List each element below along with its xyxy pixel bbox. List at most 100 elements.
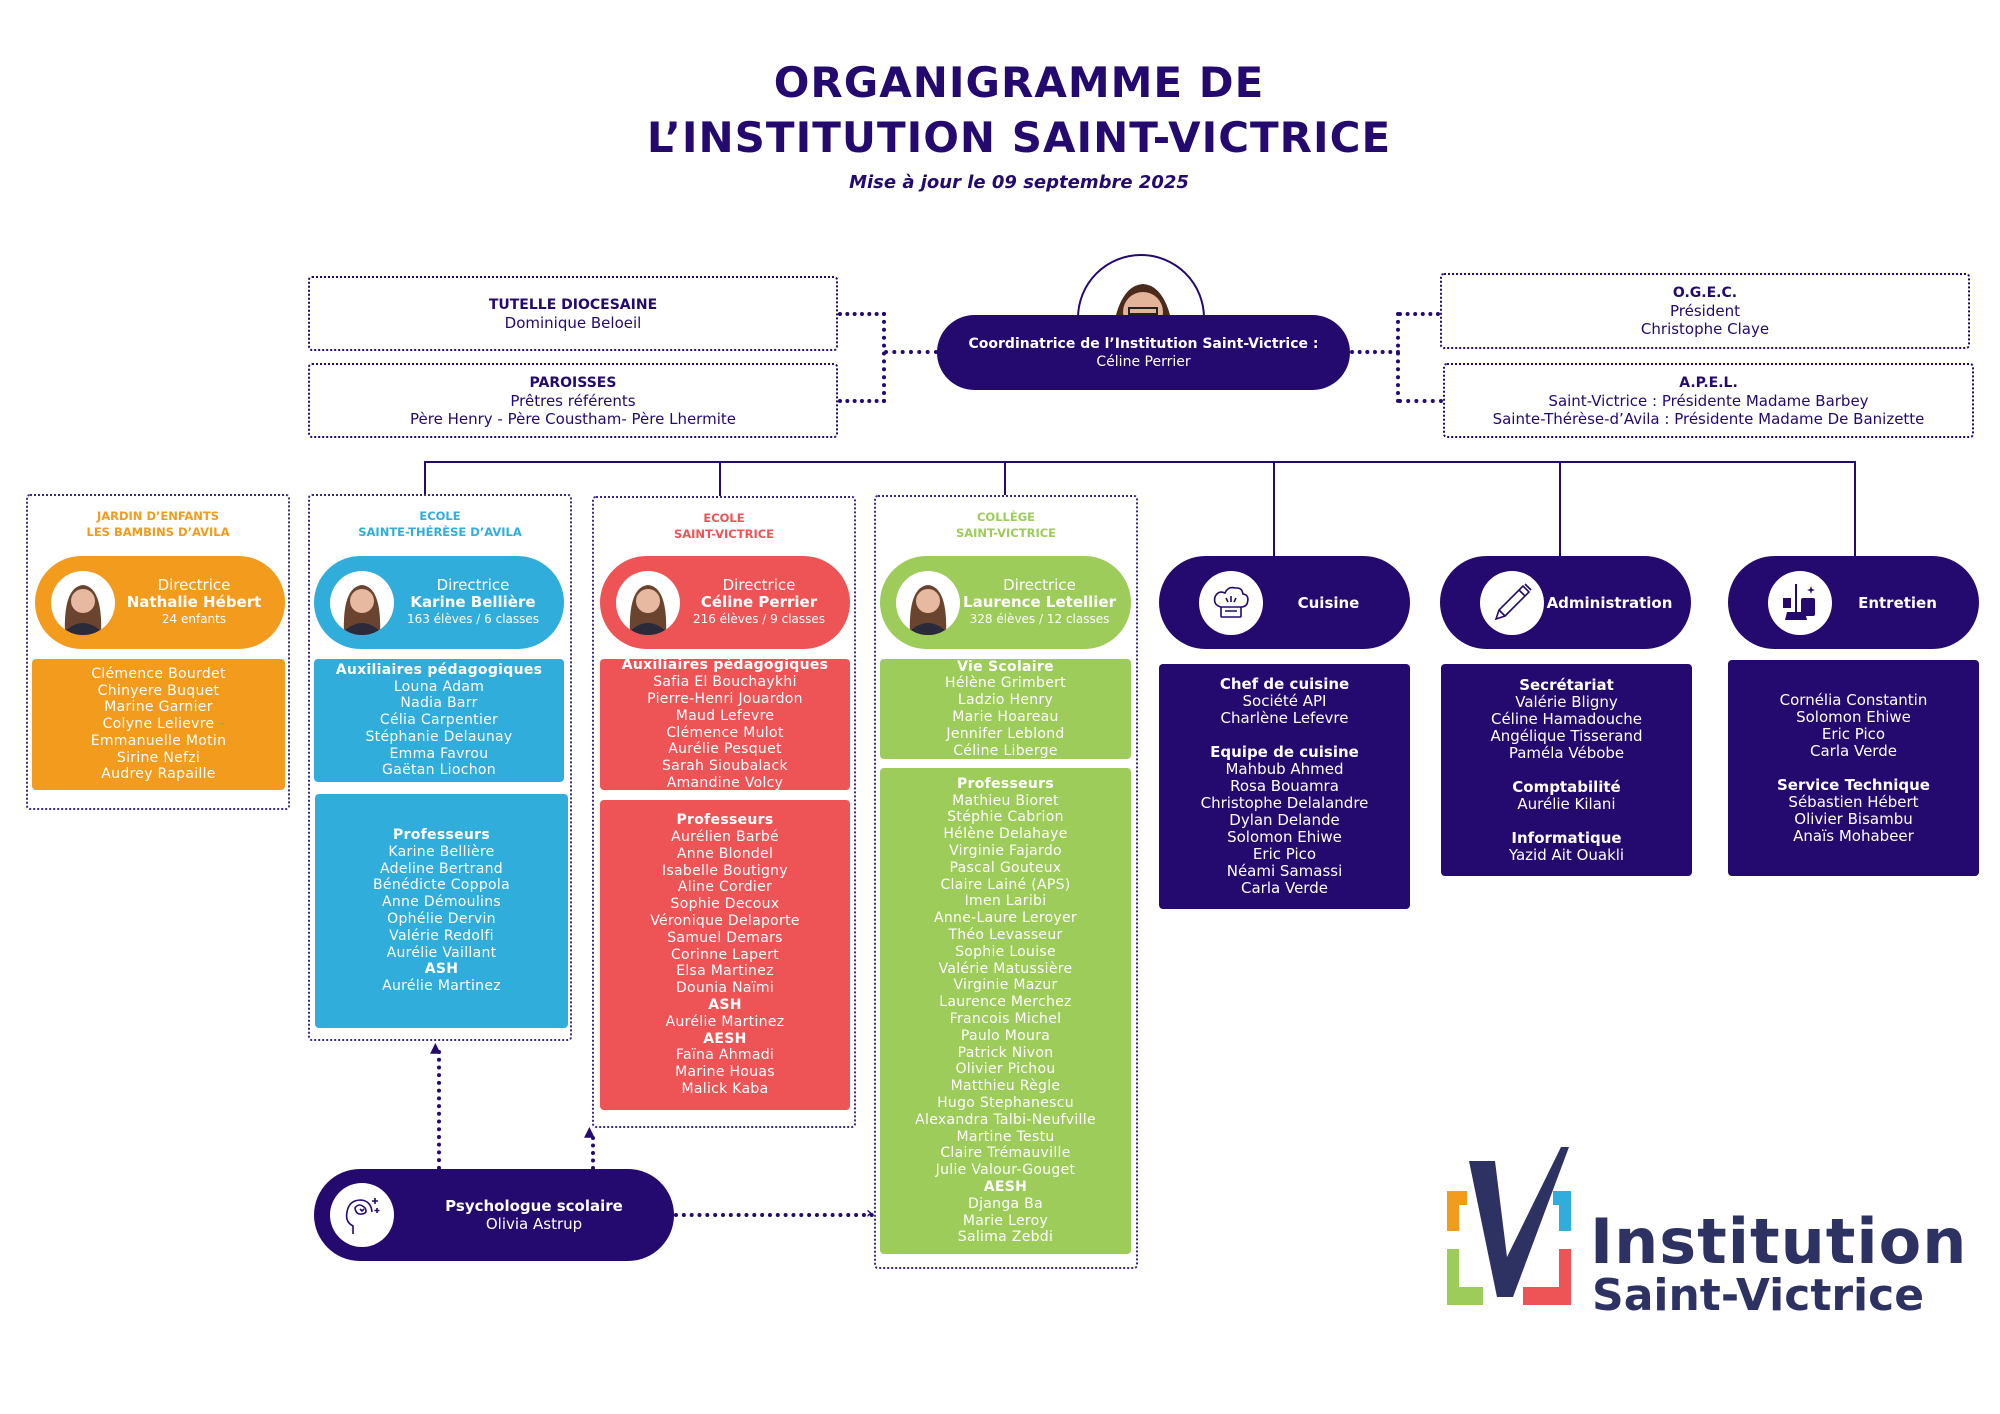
ogec-role: Président	[1670, 302, 1740, 320]
staff-name: Marie Hoareau	[952, 709, 1059, 725]
staff-name: Marine Garnier	[104, 699, 213, 716]
director-name: Céline Perrier	[700, 593, 818, 611]
section-heading: Auxiliaires pédagogiques	[335, 661, 543, 678]
connector	[437, 1050, 441, 1170]
staff-name: Sophie Decoux	[670, 896, 780, 913]
director-role: Directrice	[157, 576, 231, 594]
section-heading: Professeurs	[676, 812, 774, 829]
service-label: Cuisine	[1297, 593, 1360, 612]
paroisses-subtitle: Prêtres référents	[510, 391, 636, 410]
staff-name: Marie Leroy	[962, 1212, 1049, 1229]
staff-name: Aurélie Vaillant	[386, 944, 497, 961]
staff-name: Sébastien Hébert	[1788, 792, 1919, 811]
section-heading: Comptabilité	[1512, 777, 1621, 796]
staff-name: Solomon Ehiwe	[1796, 707, 1911, 726]
staff-name: Véronique Delaporte	[650, 913, 800, 929]
school-title-line1: COLLÈGE	[976, 510, 1036, 524]
staff-name: Angélique Tisserand	[1490, 726, 1643, 745]
section-heading: Professeurs	[956, 775, 1055, 792]
school-stats: 24 enfants	[161, 612, 227, 626]
tree-line	[1273, 461, 1275, 556]
tutelle-title: TUTELLE DIOCESAINE	[488, 296, 658, 313]
staff-name: Olivier Pichou	[955, 1061, 1056, 1078]
ogec-box: O.G.E.C. Président Christophe Claye	[1440, 273, 1970, 349]
staff-name: Faïna Ahmadi	[675, 1047, 775, 1064]
service-pill-administration: Administration	[1440, 556, 1691, 649]
coordinator-name: Céline Perrier	[1096, 353, 1191, 370]
section-heading: Equipe de cuisine	[1210, 743, 1359, 761]
page-title-line2: L’INSTITUTION SAINT-VICTRICE	[646, 113, 1392, 162]
staff-name: Stéphanie Delaunay	[365, 728, 513, 745]
director-name: Nathalie Hébert	[126, 593, 262, 611]
apel-title: A.P.E.L.	[1679, 374, 1738, 391]
staff-name: Paulo Moura	[960, 1027, 1051, 1044]
staff-name: Pierre-Henri Jouardon	[647, 690, 803, 707]
staff-name: Matthieu Règle	[950, 1078, 1061, 1095]
staff-name: Olivier Bisambu	[1794, 809, 1913, 828]
school-title-line1: ECOLE	[419, 509, 461, 523]
staff-name: Clémence Bourdet	[91, 665, 226, 682]
section-heading: Chef de cuisine	[1219, 675, 1350, 693]
cleaning-icon	[1768, 570, 1832, 635]
tree-line	[719, 461, 721, 496]
staff-name: Yazid Ait Ouakli	[1508, 845, 1625, 864]
staff-name: Sophie Louise	[955, 943, 1056, 960]
tree-line	[424, 461, 426, 495]
staff-name: Carla Verde	[1241, 879, 1328, 897]
staff-name: Francois Michel	[949, 1011, 1062, 1027]
school-stats: 328 élèves / 12 classes	[969, 612, 1110, 626]
staff-name: Cornélia Constantin	[1779, 690, 1928, 709]
staff-name: Valérie Redolfi	[389, 927, 494, 944]
staff-name: Aurélien Barbé	[671, 829, 779, 846]
connector	[1396, 312, 1400, 403]
staff-name: Safia El Bouchaykhi	[653, 674, 797, 691]
staff-name: Anne-Laure Leroyer	[934, 910, 1077, 927]
logo-text-line1: Institution	[1590, 1205, 1968, 1278]
connector	[591, 1136, 595, 1170]
staff-name: Néami Samassi	[1226, 862, 1343, 880]
service-label: Administration	[1546, 593, 1673, 612]
ogec-title: O.G.E.C.	[1672, 285, 1738, 301]
staff-name: Charlène Lefevre	[1220, 709, 1349, 727]
coordinator-role: Coordinatrice de l’Institution Saint-Vic…	[968, 335, 1319, 352]
staff-name: Hugo Stephanescu	[937, 1094, 1074, 1111]
staff-name: Virginie Mazur	[953, 977, 1058, 994]
school-title-line1: ECOLE	[703, 511, 745, 525]
update-date: Mise à jour le 09 septembre 2025	[849, 172, 1189, 193]
staff-name: Nadia Barr	[400, 695, 478, 712]
staff-name: Anne Blondel	[676, 845, 774, 862]
chef-hat-icon	[1199, 570, 1263, 635]
school-frame	[308, 494, 572, 1041]
arrow-up-icon: ▲	[430, 1040, 441, 1056]
school-title-line2: SAINTE-THÉRÈSE D’AVILA	[358, 525, 522, 539]
staff-name: Ophélie Dervin	[387, 911, 496, 927]
staff-name: Christophe Delalandre	[1200, 794, 1369, 812]
tree-line	[424, 461, 1856, 463]
institution-logo	[1443, 1147, 1593, 1314]
school-frame	[26, 494, 290, 810]
pen-icon	[1480, 570, 1544, 635]
connector	[674, 1213, 874, 1217]
staff-name: Valérie Matussière	[938, 960, 1073, 977]
staff-name: Pascal Gouteux	[949, 859, 1062, 876]
logo-text-line2: Saint-Victrice	[1592, 1270, 1925, 1321]
staff-name: Société API	[1242, 692, 1327, 710]
staff-name: Paméla Vébobe	[1508, 743, 1625, 762]
staff-name: Claire Lainé (APS)	[940, 876, 1071, 893]
staff-name: Bénédicte Coppola	[373, 877, 510, 894]
staff-name: Julie Valour-Gouget	[935, 1162, 1076, 1179]
